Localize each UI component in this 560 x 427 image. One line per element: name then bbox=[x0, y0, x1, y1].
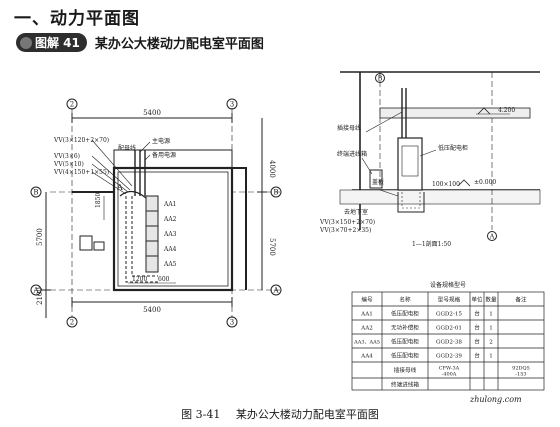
label-lv-cabinet: 低压配电柜 bbox=[438, 144, 468, 152]
label-busbar: 插接母线 bbox=[337, 124, 361, 132]
section-title: 1—1剖面1:50 bbox=[412, 240, 451, 248]
room-label: A bbox=[116, 183, 123, 192]
dim-right-bottom: 5700 bbox=[268, 238, 276, 256]
table-cell: 低压配电柜 bbox=[391, 352, 419, 360]
dim-left-bottom: 2100 bbox=[36, 287, 44, 305]
label-trench: 100×100 bbox=[432, 181, 460, 188]
label-terminal-box: 终端进线箱 bbox=[337, 150, 367, 158]
plan-text: 5400 5400 4000 5700 5700 2100 1850 1200 … bbox=[32, 101, 279, 327]
equipment-table-text: 设备规格型号 编号 名称 型号规格 单位 数量 备注 AA1 低压配电柜 GGD… bbox=[353, 281, 530, 389]
table-cell: AA2 bbox=[360, 326, 373, 332]
table-cell: 无功补偿柜 bbox=[391, 324, 419, 332]
panel-label: AA2 bbox=[163, 216, 177, 223]
table-header: 备注 bbox=[515, 296, 527, 304]
caption-text: 某办公大楼动力配电室平面图 bbox=[235, 408, 379, 421]
table-cell: AA4 bbox=[360, 354, 373, 360]
figure-label: 图解 41 某办公大楼动力配电室平面图 bbox=[16, 33, 264, 52]
grid-bubble-label: 2 bbox=[70, 101, 74, 109]
table-cell-multiline: 92DQ5-153 bbox=[512, 366, 530, 378]
grid-bubble-label: A bbox=[272, 287, 279, 295]
table-cell: 1 bbox=[489, 354, 493, 360]
figure-heading: 某办公大楼动力配电室平面图 bbox=[94, 37, 264, 52]
table-cell: GGD2-39 bbox=[436, 354, 462, 360]
figure-badge: 图解 41 bbox=[16, 33, 87, 52]
section-title: 一、动力平面图 bbox=[14, 9, 140, 29]
table-cell: 2 bbox=[489, 340, 493, 346]
panel-label: AA3 bbox=[163, 231, 177, 238]
dim-small-h: 1200 bbox=[132, 276, 147, 283]
panel-label: AA5 bbox=[163, 261, 177, 268]
dim-left-mid: 5700 bbox=[36, 228, 44, 246]
table-header: 名称 bbox=[399, 296, 411, 304]
table-header: 编号 bbox=[361, 296, 373, 304]
table-cell: 台 bbox=[474, 338, 480, 346]
dim-bottom: 5400 bbox=[143, 306, 161, 314]
table-cell: 台 bbox=[474, 352, 480, 360]
grid-bubble-label: 3 bbox=[230, 319, 234, 327]
grid-bubble-label: 2 bbox=[70, 319, 74, 327]
table-cell: 台 bbox=[474, 310, 480, 318]
cable-label-1: VV(3×120+2×70) bbox=[53, 137, 109, 144]
caption-number: 图 3-41 bbox=[181, 408, 221, 421]
panel-label: AA1 bbox=[163, 201, 176, 208]
elev-top: 4.200 bbox=[498, 107, 515, 114]
cable-label-2: VV(3×6) bbox=[53, 153, 80, 160]
table-header: 型号规格 bbox=[438, 296, 461, 304]
bullet-icon bbox=[20, 36, 32, 49]
elev-floor: ±0.000 bbox=[474, 179, 496, 186]
grid-bubble-label: B bbox=[378, 75, 383, 83]
label-main-power: 主电源 bbox=[152, 137, 170, 145]
table-cell: 插接母线 bbox=[394, 366, 417, 374]
table-cell-multiline: CFW-3A-400A bbox=[439, 366, 460, 378]
cable-label-3: VV(5×10) bbox=[53, 161, 84, 168]
dim-right-top: 4000 bbox=[268, 160, 276, 178]
figure-caption: 图 3-41 某办公大楼动力配电室平面图 bbox=[0, 406, 560, 422]
table-cell: 1 bbox=[489, 312, 493, 318]
grid-bubble-label: A bbox=[32, 287, 39, 295]
label-cover: 盖板 bbox=[372, 178, 384, 186]
table-cell: AA1 bbox=[360, 312, 373, 318]
grid-bubble-label: 3 bbox=[230, 101, 234, 109]
panel-label: AA4 bbox=[163, 246, 177, 253]
section-cable-b: VV(3×70+2×35) bbox=[319, 227, 371, 234]
table-cell: 台 bbox=[474, 324, 480, 332]
grid-bubble-label: A bbox=[489, 233, 495, 241]
table-cell: 低压配电柜 bbox=[391, 310, 419, 318]
grid-bubble-label: B bbox=[273, 189, 278, 197]
label-backup-power: 备用电源 bbox=[152, 151, 176, 159]
floor-plan bbox=[30, 98, 282, 328]
section-view bbox=[339, 71, 541, 241]
equipment-table bbox=[351, 291, 545, 391]
table-header: 单位 bbox=[471, 296, 483, 304]
section-text: 4.200 ±0.000 插接母线 低压配电柜 终端进线箱 盖板 100×100… bbox=[319, 75, 515, 249]
watermark: zhulong.com bbox=[469, 395, 522, 404]
table-cell: 1 bbox=[489, 326, 493, 332]
table-cell: GGD2-01 bbox=[436, 326, 462, 332]
table-cell: 低压配电柜 bbox=[391, 338, 419, 346]
dim-small-v: 1850 bbox=[95, 193, 102, 208]
section-cable-a: VV(3×150+2×70) bbox=[319, 219, 375, 226]
label-bus: 配母线 bbox=[118, 144, 136, 152]
dim-small-h2: 600 bbox=[158, 276, 170, 283]
grid-bubble-label: B bbox=[33, 189, 38, 197]
cable-label-4: VV(4×150+1×55) bbox=[53, 169, 109, 176]
table-title: 设备规格型号 bbox=[430, 281, 466, 289]
table-cell: GGD2-15 bbox=[436, 312, 462, 318]
label-basement: 去地下室 bbox=[344, 208, 368, 216]
table-cell: 终端进线箱 bbox=[391, 381, 419, 389]
table-header: 数量 bbox=[485, 296, 497, 304]
dim-top: 5400 bbox=[143, 109, 161, 117]
table-cell: GGD2-38 bbox=[436, 340, 462, 346]
figure-badge-text: 图解 41 bbox=[35, 36, 80, 50]
table-cell: AA3、AA5 bbox=[353, 340, 380, 346]
